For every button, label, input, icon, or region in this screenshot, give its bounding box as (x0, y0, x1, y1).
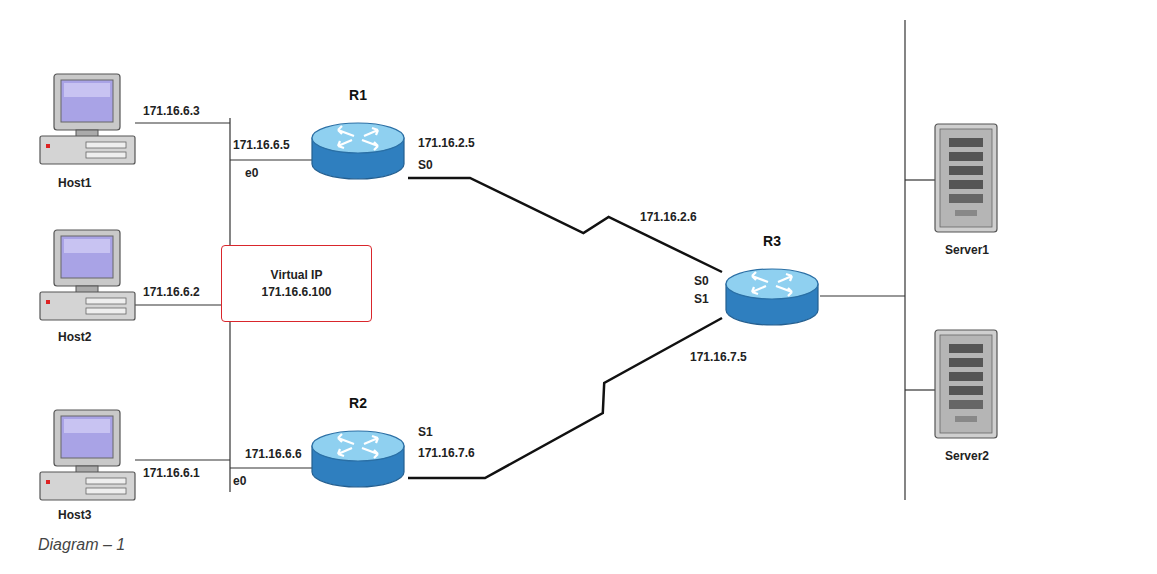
ip-address: 171.16.7.5 (690, 350, 747, 365)
interface-name: S0 (694, 274, 709, 289)
ip-address: 171.16.6.3 (143, 104, 200, 119)
server-name: Server1 (945, 243, 989, 258)
ip-address: 171.16.6.5 (233, 138, 290, 153)
host-pc (40, 74, 135, 164)
ip-address: 171.16.7.6 (418, 446, 475, 461)
virtual-ip-box: Virtual IP171.16.6.100 (221, 245, 372, 322)
interface-name: S1 (694, 292, 709, 307)
router-symbol (308, 424, 408, 494)
host-name: Host3 (58, 508, 91, 523)
host-pc (40, 230, 135, 320)
router-symbol (722, 262, 822, 332)
host-name: Host1 (58, 176, 91, 191)
server-name: Server2 (945, 449, 989, 464)
ip-address: 171.16.6.1 (143, 466, 200, 481)
serial-link (408, 178, 722, 272)
router-node: R1 (308, 86, 408, 186)
interface-name: S1 (418, 425, 433, 440)
interface-name: e0 (245, 166, 258, 181)
lan-wires (135, 20, 935, 500)
ip-address: e0 (233, 474, 246, 489)
router-name: R2 (349, 394, 367, 412)
ip-address: 171.16.2.5 (418, 136, 475, 151)
router-node: R2 (308, 394, 408, 494)
interface-name: 171.16.6.6 (245, 447, 302, 462)
ip-address: 171.16.2.6 (640, 210, 697, 225)
ip-address: 171.16.6.2 (143, 285, 200, 300)
router-name: R3 (763, 232, 781, 250)
router-symbol (308, 116, 408, 186)
router-name: R1 (349, 86, 367, 104)
caption: Diagram – 1 (38, 536, 125, 554)
serial-link (408, 318, 722, 478)
router-node: R3 (722, 232, 822, 332)
server-tower (935, 330, 997, 438)
host-pc (40, 410, 135, 500)
interface-name: S0 (418, 158, 433, 173)
host-name: Host2 (58, 330, 91, 345)
virtual-ip-text: 171.16.6.100 (261, 284, 331, 301)
server-tower (935, 124, 997, 232)
virtual-ip-text: Virtual IP (271, 267, 323, 284)
